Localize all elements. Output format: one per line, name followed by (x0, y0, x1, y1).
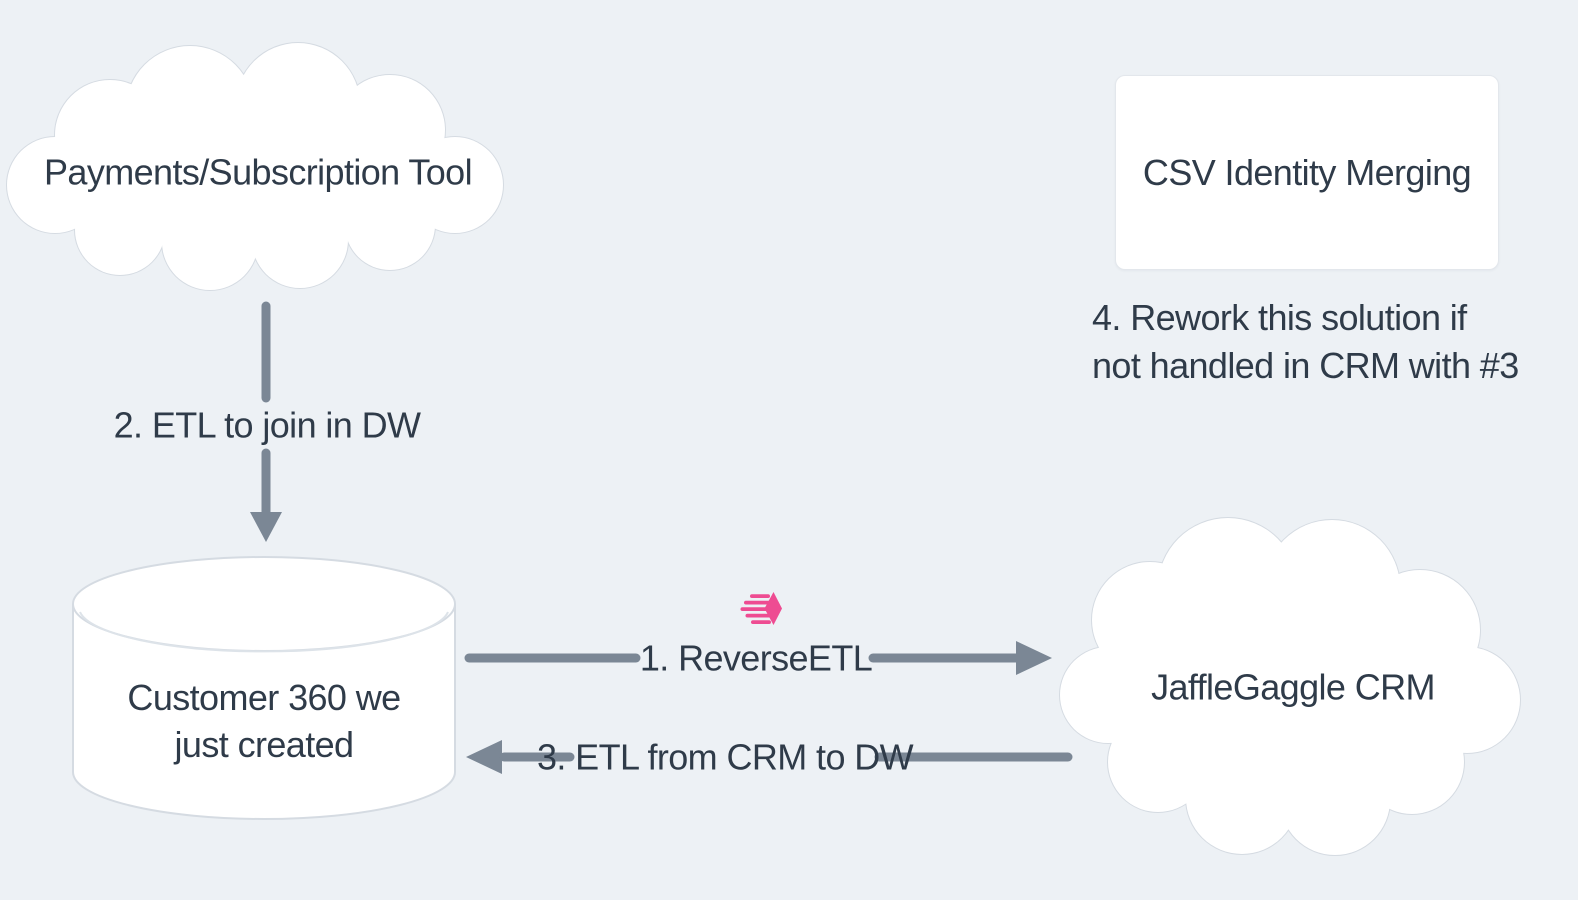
rework-note: 4. Rework this solution if not handled i… (1092, 297, 1519, 386)
warehouse-cylinder-shape (72, 556, 456, 820)
arrow-etl-to-dw (250, 301, 282, 542)
payments-cloud-shape (6, 42, 504, 291)
crm-cloud-label: JaffleGaggle CRM (1151, 666, 1435, 708)
payments-cloud-label: Payments/Subscription Tool (44, 151, 473, 193)
csv-card-label: CSV Identity Merging (1142, 152, 1472, 193)
arrow-reverse-etl-label: 1. ReverseETL (639, 637, 873, 679)
arrow-etl-to-dw-label: 2. ETL to join in DW (113, 404, 421, 446)
arrow-etl-from-crm (466, 740, 1073, 774)
arrow-etl-from-crm-label: 3. ETL from CRM to DW (536, 736, 914, 778)
arrow-reverse-etl (464, 641, 1052, 675)
csv-identity-merging-card: CSV Identity Merging (1115, 75, 1499, 270)
warehouse-cylinder-label: Customer 360 we just created (127, 677, 401, 765)
crm-cloud-shape (1059, 517, 1521, 856)
hightouch-logo-icon (740, 592, 782, 625)
